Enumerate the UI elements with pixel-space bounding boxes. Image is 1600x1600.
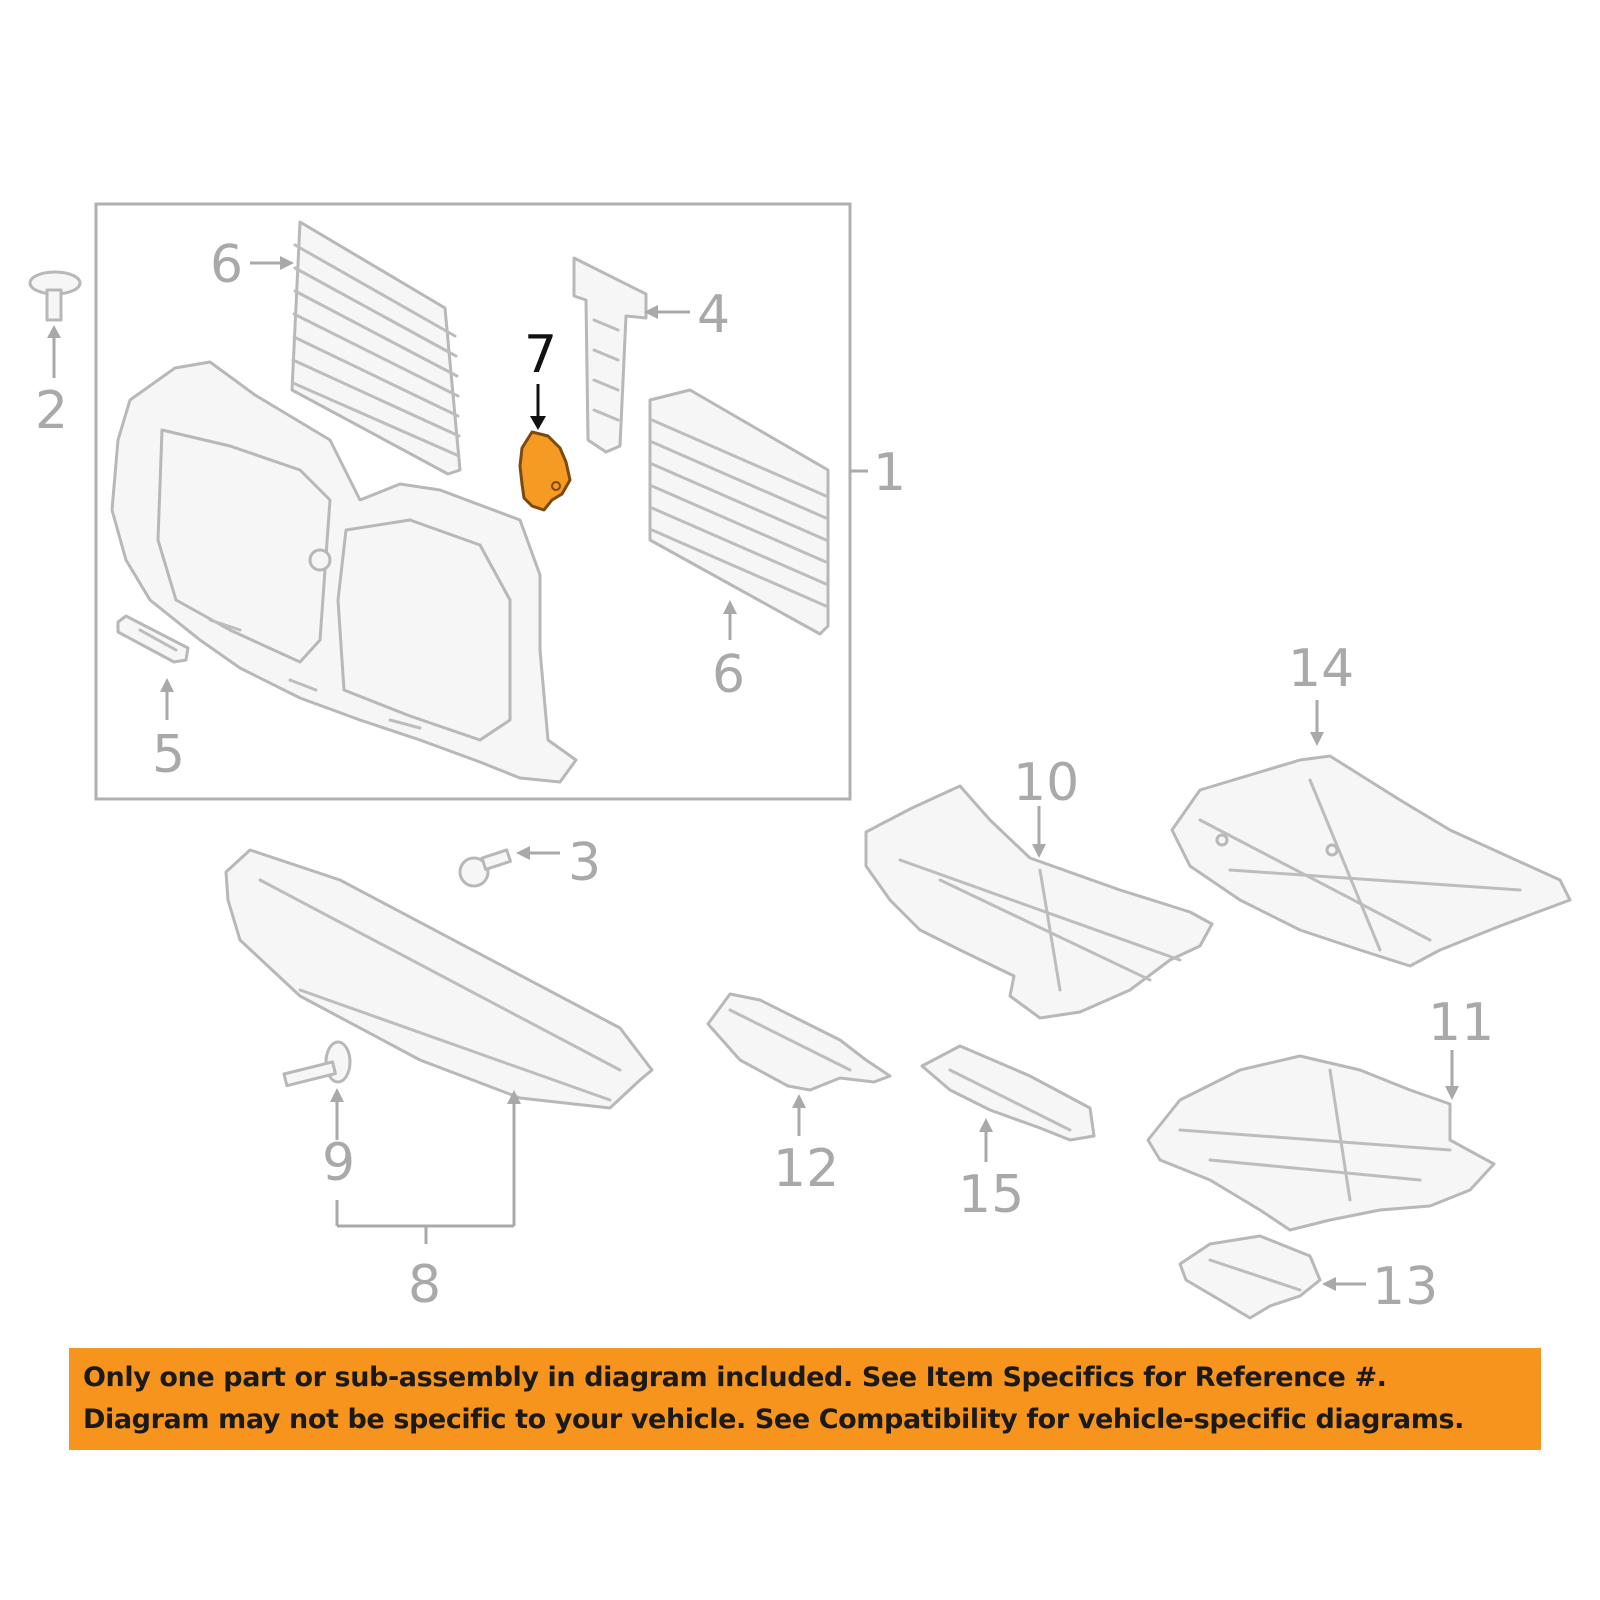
- callout-13: 13: [1372, 1257, 1438, 1317]
- shield-part-12: [706, 992, 892, 1092]
- disclaimer-line-2: Diagram may not be specific to your vehi…: [83, 1404, 1465, 1435]
- disclaimer-banner: Only one part or sub-assembly in diagram…: [69, 1348, 1541, 1450]
- shutter-part-6-lower: [648, 388, 830, 636]
- callout-3: 3: [568, 833, 601, 893]
- disclaimer-line-1: Only one part or sub-assembly in diagram…: [83, 1362, 1387, 1393]
- bolt-part-3: [458, 848, 512, 888]
- shutter-part-6-upper: [290, 220, 462, 476]
- push-pin-part-9: [282, 1040, 352, 1088]
- actuator-part-7-highlighted: [518, 430, 572, 512]
- trim-part-5: [116, 614, 190, 664]
- callout-9: 9: [322, 1133, 355, 1193]
- callout-6-upper: 6: [210, 235, 243, 295]
- push-pin-part-2: [28, 270, 82, 322]
- callout-1: 1: [873, 443, 906, 503]
- callout-10: 10: [1013, 753, 1079, 813]
- callout-15: 15: [958, 1165, 1024, 1225]
- callout-2: 2: [35, 381, 68, 441]
- radiator-support-frame: [110, 360, 578, 784]
- underbody-shield-part-14: [1170, 754, 1572, 968]
- shield-part-15: [920, 1044, 1096, 1142]
- callout-5: 5: [152, 725, 185, 785]
- callout-14: 14: [1288, 639, 1354, 699]
- bracket-part-4: [572, 256, 648, 454]
- assembly-box: [94, 202, 852, 801]
- callout-4: 4: [697, 285, 730, 345]
- deflector-panel-part-8: [224, 848, 654, 1110]
- carrier-part-10: [864, 784, 1214, 1020]
- callout-8: 8: [408, 1255, 441, 1315]
- callout-12: 12: [773, 1139, 839, 1199]
- callout-7: 7: [524, 325, 557, 385]
- callout-6-lower: 6: [712, 645, 745, 705]
- shield-part-13: [1178, 1234, 1322, 1320]
- shield-part-11: [1146, 1054, 1496, 1232]
- callout-11: 11: [1428, 993, 1494, 1053]
